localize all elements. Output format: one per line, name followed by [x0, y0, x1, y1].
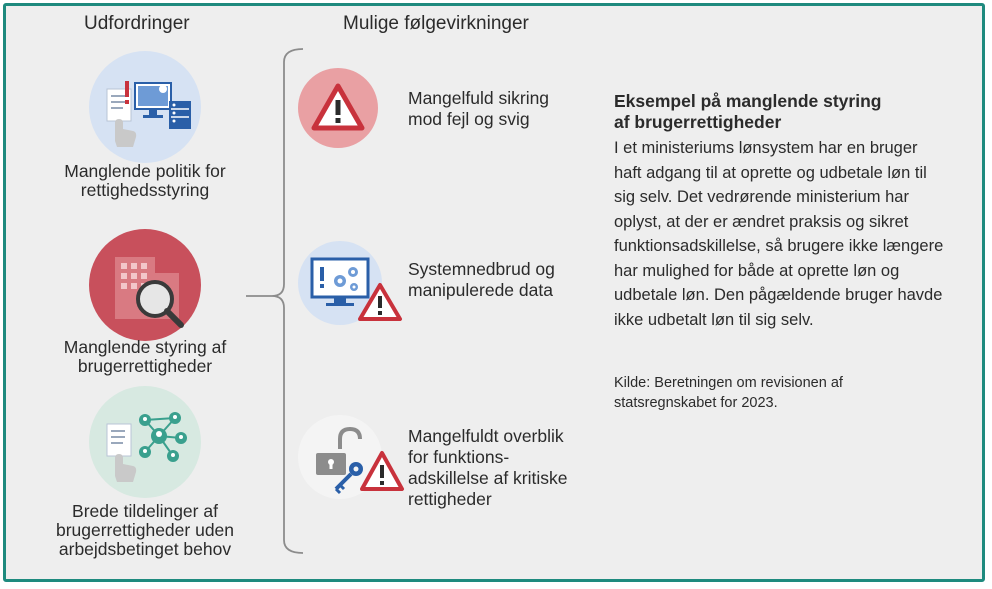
challenge-2-line1: Manglende styring af [63, 337, 227, 357]
warning-icon [311, 83, 365, 131]
consequence-label-3: Mangelfuldt overblik for funktions- adsk… [408, 426, 568, 510]
challenge-label-1: Manglende politik for rettighedsstyring [25, 162, 265, 200]
example-title-line1: Eksempel på manglende styring [614, 91, 882, 111]
lock-key-warning-icon [316, 426, 404, 495]
consequence-label-1: Mangelfuld sikring mod fejl og svig [408, 88, 549, 130]
challenges-header: Udfordringer [84, 13, 190, 34]
consequence-label-2: Systemnedbrud og manipulerede data [408, 259, 555, 301]
consequence-2-line1: Systemnedbrud og [408, 259, 555, 279]
document-monitor-server-icon [106, 81, 191, 147]
consequence-circle-2 [298, 241, 402, 325]
challenge-2-line2: brugerrettigheder [77, 356, 213, 376]
document-network-icon [106, 412, 187, 482]
example-title-line2: af brugerrettigheder [614, 112, 782, 132]
consequence-2-line2: manipulerede data [408, 280, 553, 300]
monitor-gears-warning-icon [310, 257, 402, 321]
consequence-3-line1: Mangelfuldt overblik [408, 426, 564, 446]
challenge-circle-3 [89, 386, 201, 498]
challenge-1-line2: rettighedsstyring [80, 180, 210, 200]
building-magnifier-icon [115, 257, 184, 328]
challenge-3-line1: Brede tildelinger af [72, 501, 218, 521]
challenge-3-line3: arbejdsbetinget behov [58, 539, 232, 559]
challenge-3-line2: brugerrettigheder uden [55, 520, 235, 540]
consequence-circle-3 [298, 415, 404, 499]
consequence-3-line3: adskillelse af kritiske [408, 468, 568, 488]
challenge-circle-2 [89, 229, 201, 341]
example-text: I et ministeriums lønsystem har en bruge… [614, 139, 944, 329]
consequence-3-line2: for funktions- [408, 447, 510, 467]
challenge-label-3: Brede tildelinger af brugerrettigheder u… [25, 502, 265, 559]
consequence-circle-1 [298, 68, 378, 148]
consequence-1-line1: Mangelfuld sikring [408, 88, 550, 108]
challenge-1-line1: Manglende politik for [64, 161, 226, 181]
challenge-label-2: Manglende styring af brugerrettigheder [25, 338, 265, 376]
consequences-header: Mulige følgevirkninger [343, 13, 529, 34]
consequence-3-line4: rettigheder [408, 489, 492, 509]
consequence-1-line2: mod fejl og svig [408, 109, 530, 129]
source-note: Kilde: Beretningen om revisionen af stat… [614, 375, 843, 411]
example-title: Eksempel på manglende styring af brugerr… [614, 91, 944, 133]
challenge-circle-1 [89, 51, 201, 163]
